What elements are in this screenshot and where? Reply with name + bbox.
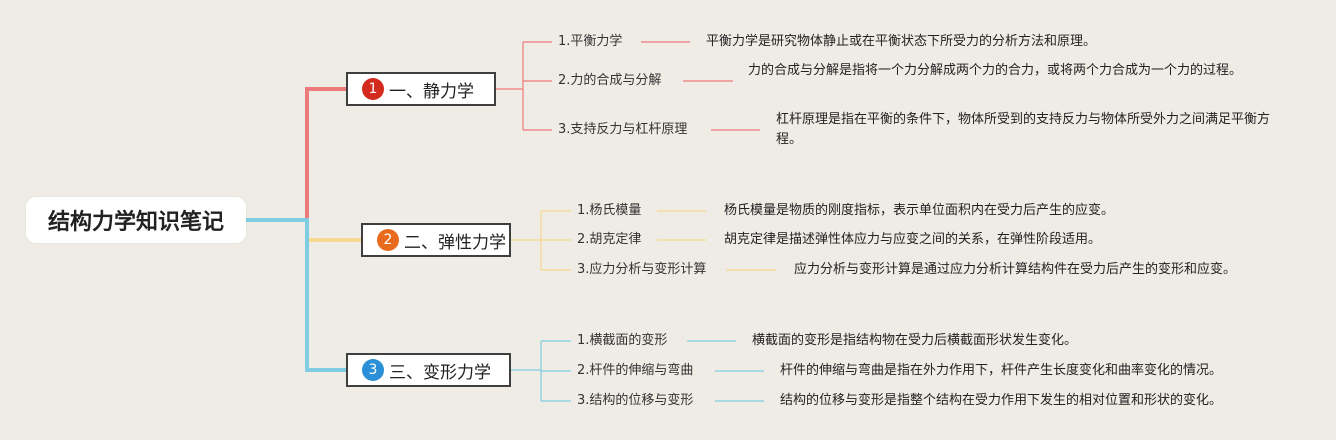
number-badge-icon: 3 <box>362 359 384 381</box>
leaf-description: 平衡力学是研究物体静止或在平衡状态下所受力的分析方法和原理。 <box>706 34 1097 49</box>
number-badge-icon: 2 <box>377 229 399 251</box>
leaf-label[interactable]: 3.应力分析与变形计算 <box>577 262 707 277</box>
branch-title: 二、弹性力学 <box>404 232 506 253</box>
leaf-description: 横截面的变形是指结构物在受力后横截面形状发生变化。 <box>752 333 1078 348</box>
leaf-description: 应力分析与变形计算是通过应力分析计算结构件在受力后产生的变形和应变。 <box>794 262 1237 277</box>
leaf-description: 胡克定律是描述弹性体应力与应变之间的关系，在弹性阶段适用。 <box>724 232 1102 247</box>
leaf-label[interactable]: 2.杆件的伸缩与弯曲 <box>577 363 694 378</box>
leaf-description: 杆件的伸缩与弯曲是指在外力作用下，杆件产生长度变化和曲率变化的情况。 <box>780 363 1223 378</box>
root-title: 结构力学知识笔记 <box>47 210 224 235</box>
trunk-line-3 <box>246 218 346 372</box>
leaf-label[interactable]: 1.平衡力学 <box>558 34 623 49</box>
trunk-line-1 <box>246 87 346 222</box>
leaf-description: 杨氏模量是物质的刚度指标，表示单位面积内在受力后产生的应变。 <box>724 203 1115 218</box>
root-topic[interactable]: 结构力学知识笔记 <box>26 197 246 243</box>
number-badge-icon: 1 <box>362 78 384 100</box>
leaf-label[interactable]: 1.横截面的变形 <box>577 333 668 348</box>
branch-title: 一、静力学 <box>389 81 474 102</box>
leaf-label[interactable]: 2.胡克定律 <box>577 232 642 247</box>
leaf-label[interactable]: 3.结构的位移与变形 <box>577 393 694 408</box>
branch-title: 三、变形力学 <box>389 362 491 383</box>
leaf-label[interactable]: 2.力的合成与分解 <box>558 73 662 88</box>
leaf-description: 结构的位移与变形是指整个结构在受力作用下发生的相对位置和形状的变化。 <box>780 393 1223 408</box>
leaf-label[interactable]: 1.杨氏模量 <box>577 203 642 218</box>
leaf-description: 杠杆原理是指在平衡的条件下，物体所受到的支持反力与物体所受外力之间满足平衡方程。 <box>776 112 1271 147</box>
leaf-description: 力的合成与分解是指将一个力分解成两个力的合力，或将两个力合成为一个力的过程。 <box>748 63 1243 78</box>
leaf-label[interactable]: 3.支持反力与杠杆原理 <box>558 122 688 137</box>
trunk-line-2 <box>246 218 361 242</box>
